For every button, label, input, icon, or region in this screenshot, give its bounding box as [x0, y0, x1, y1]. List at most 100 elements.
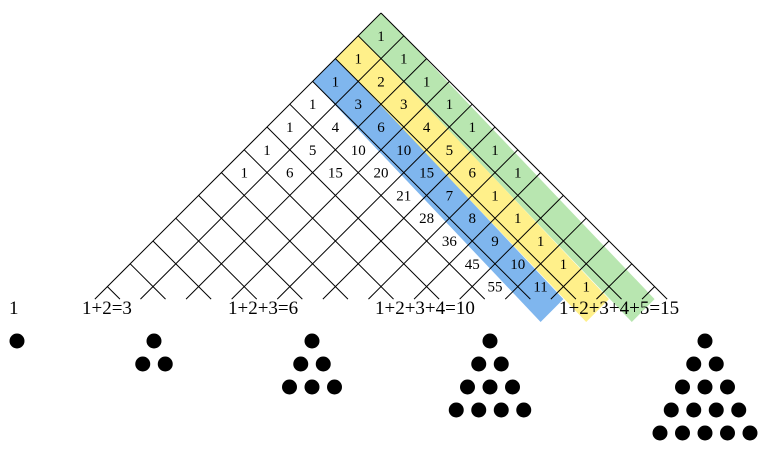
triangle-entry: 10: [351, 143, 366, 159]
dot: [720, 379, 735, 395]
dot: [304, 379, 320, 395]
dot-group-caption: 1+2+3+4=10: [375, 298, 475, 319]
dot: [708, 402, 724, 418]
grid-line: [368, 149, 519, 300]
grid-line: [312, 81, 531, 300]
grid-line: [596, 263, 633, 300]
dot: [460, 379, 475, 395]
dot: [516, 402, 532, 418]
triangle-entry: 1: [377, 29, 385, 45]
triangle-entry: 8: [468, 211, 476, 227]
triangle-entry: 36: [442, 234, 458, 250]
triangle-entry: 21: [396, 188, 411, 204]
dot-group-caption: 1+2=3: [82, 298, 132, 319]
dot: [708, 356, 724, 372]
grid-line: [459, 195, 564, 300]
triangle-entry: 1: [423, 74, 431, 90]
dot: [686, 356, 702, 372]
triangle-entry: 1: [400, 52, 408, 68]
grid-line: [322, 126, 496, 300]
grid-line: [175, 217, 258, 300]
dot: [675, 379, 690, 395]
triangle-entry: 1: [446, 97, 454, 113]
highlight-bands: [312, 13, 655, 322]
dot: [471, 356, 487, 372]
grid-line: [129, 263, 166, 300]
triangle-entry: 1: [537, 234, 545, 250]
dot: [304, 333, 320, 349]
grid-line: [504, 217, 587, 300]
triangle-entry: 1: [514, 211, 522, 227]
dot: [675, 425, 690, 441]
dot: [471, 402, 487, 418]
dot: [282, 379, 297, 395]
grid-line: [243, 149, 394, 300]
dot-triangle: [652, 333, 758, 441]
triangle-entry: 1: [514, 166, 522, 182]
triangle-entry: 1: [309, 97, 317, 113]
triangle-entry: 1: [240, 166, 248, 182]
dot: [448, 402, 464, 418]
dot: [482, 379, 498, 395]
triangle-entry: 5: [446, 143, 454, 159]
grid-line: [550, 240, 610, 300]
grid-line: [380, 12, 668, 300]
triangle-entry: 11: [533, 280, 547, 296]
triangle-entry: 45: [465, 257, 480, 273]
triangle-entry: 1: [286, 120, 294, 136]
grid-line: [107, 286, 121, 300]
grid-line: [140, 35, 405, 300]
dot: [686, 402, 702, 418]
grid-line: [357, 35, 622, 300]
triangle-entry: 1: [468, 120, 476, 136]
triangle-entry: 15: [328, 166, 343, 182]
triangle-entry: 15: [419, 166, 434, 182]
dot: [327, 379, 342, 395]
triangle-entry: 3: [354, 97, 362, 113]
grid-line: [94, 12, 382, 300]
grid-line: [198, 195, 303, 300]
triangle-entry: 6: [377, 120, 385, 136]
triangular-band: [312, 58, 564, 322]
grid-line: [289, 103, 486, 300]
dot: [157, 356, 173, 372]
dot: [493, 402, 509, 418]
dot: [135, 356, 151, 372]
triangle-entry: 3: [400, 97, 408, 113]
dot: [697, 379, 713, 395]
dot-triangle: [9, 333, 25, 349]
grid-line: [231, 81, 450, 300]
triangle-entry: 4: [332, 120, 340, 136]
dot: [315, 356, 331, 372]
grid-line: [152, 240, 212, 300]
triangle-entry: 1: [354, 52, 362, 68]
dot: [663, 402, 679, 418]
dot: [146, 333, 162, 349]
triangle-entry: 1: [332, 74, 340, 90]
grid-line: [335, 58, 577, 300]
dot-triangles: [9, 333, 758, 441]
triangle-entry: 2: [377, 74, 385, 90]
triangle-entry: 9: [491, 234, 499, 250]
dot: [482, 333, 498, 349]
dot: [720, 425, 735, 441]
triangle-grid: [94, 12, 668, 300]
dot-group-caption: 1+2+3=6: [228, 298, 298, 319]
triangle-entry: 5: [309, 143, 317, 159]
grid-line: [276, 103, 473, 300]
counting-band: [335, 35, 609, 322]
dot: [293, 356, 309, 372]
grid-line: [185, 58, 427, 300]
triangle-entry: 20: [374, 166, 389, 182]
dot: [731, 402, 747, 418]
grid-line: [413, 172, 541, 300]
dot: [697, 333, 713, 349]
triangle-entry: 1: [582, 280, 590, 296]
dot-triangle: [282, 333, 342, 395]
triangle-entry: 6: [468, 166, 476, 182]
grid-line: [641, 286, 655, 300]
dot-group-caption: 1: [9, 298, 19, 319]
dot: [505, 379, 520, 395]
